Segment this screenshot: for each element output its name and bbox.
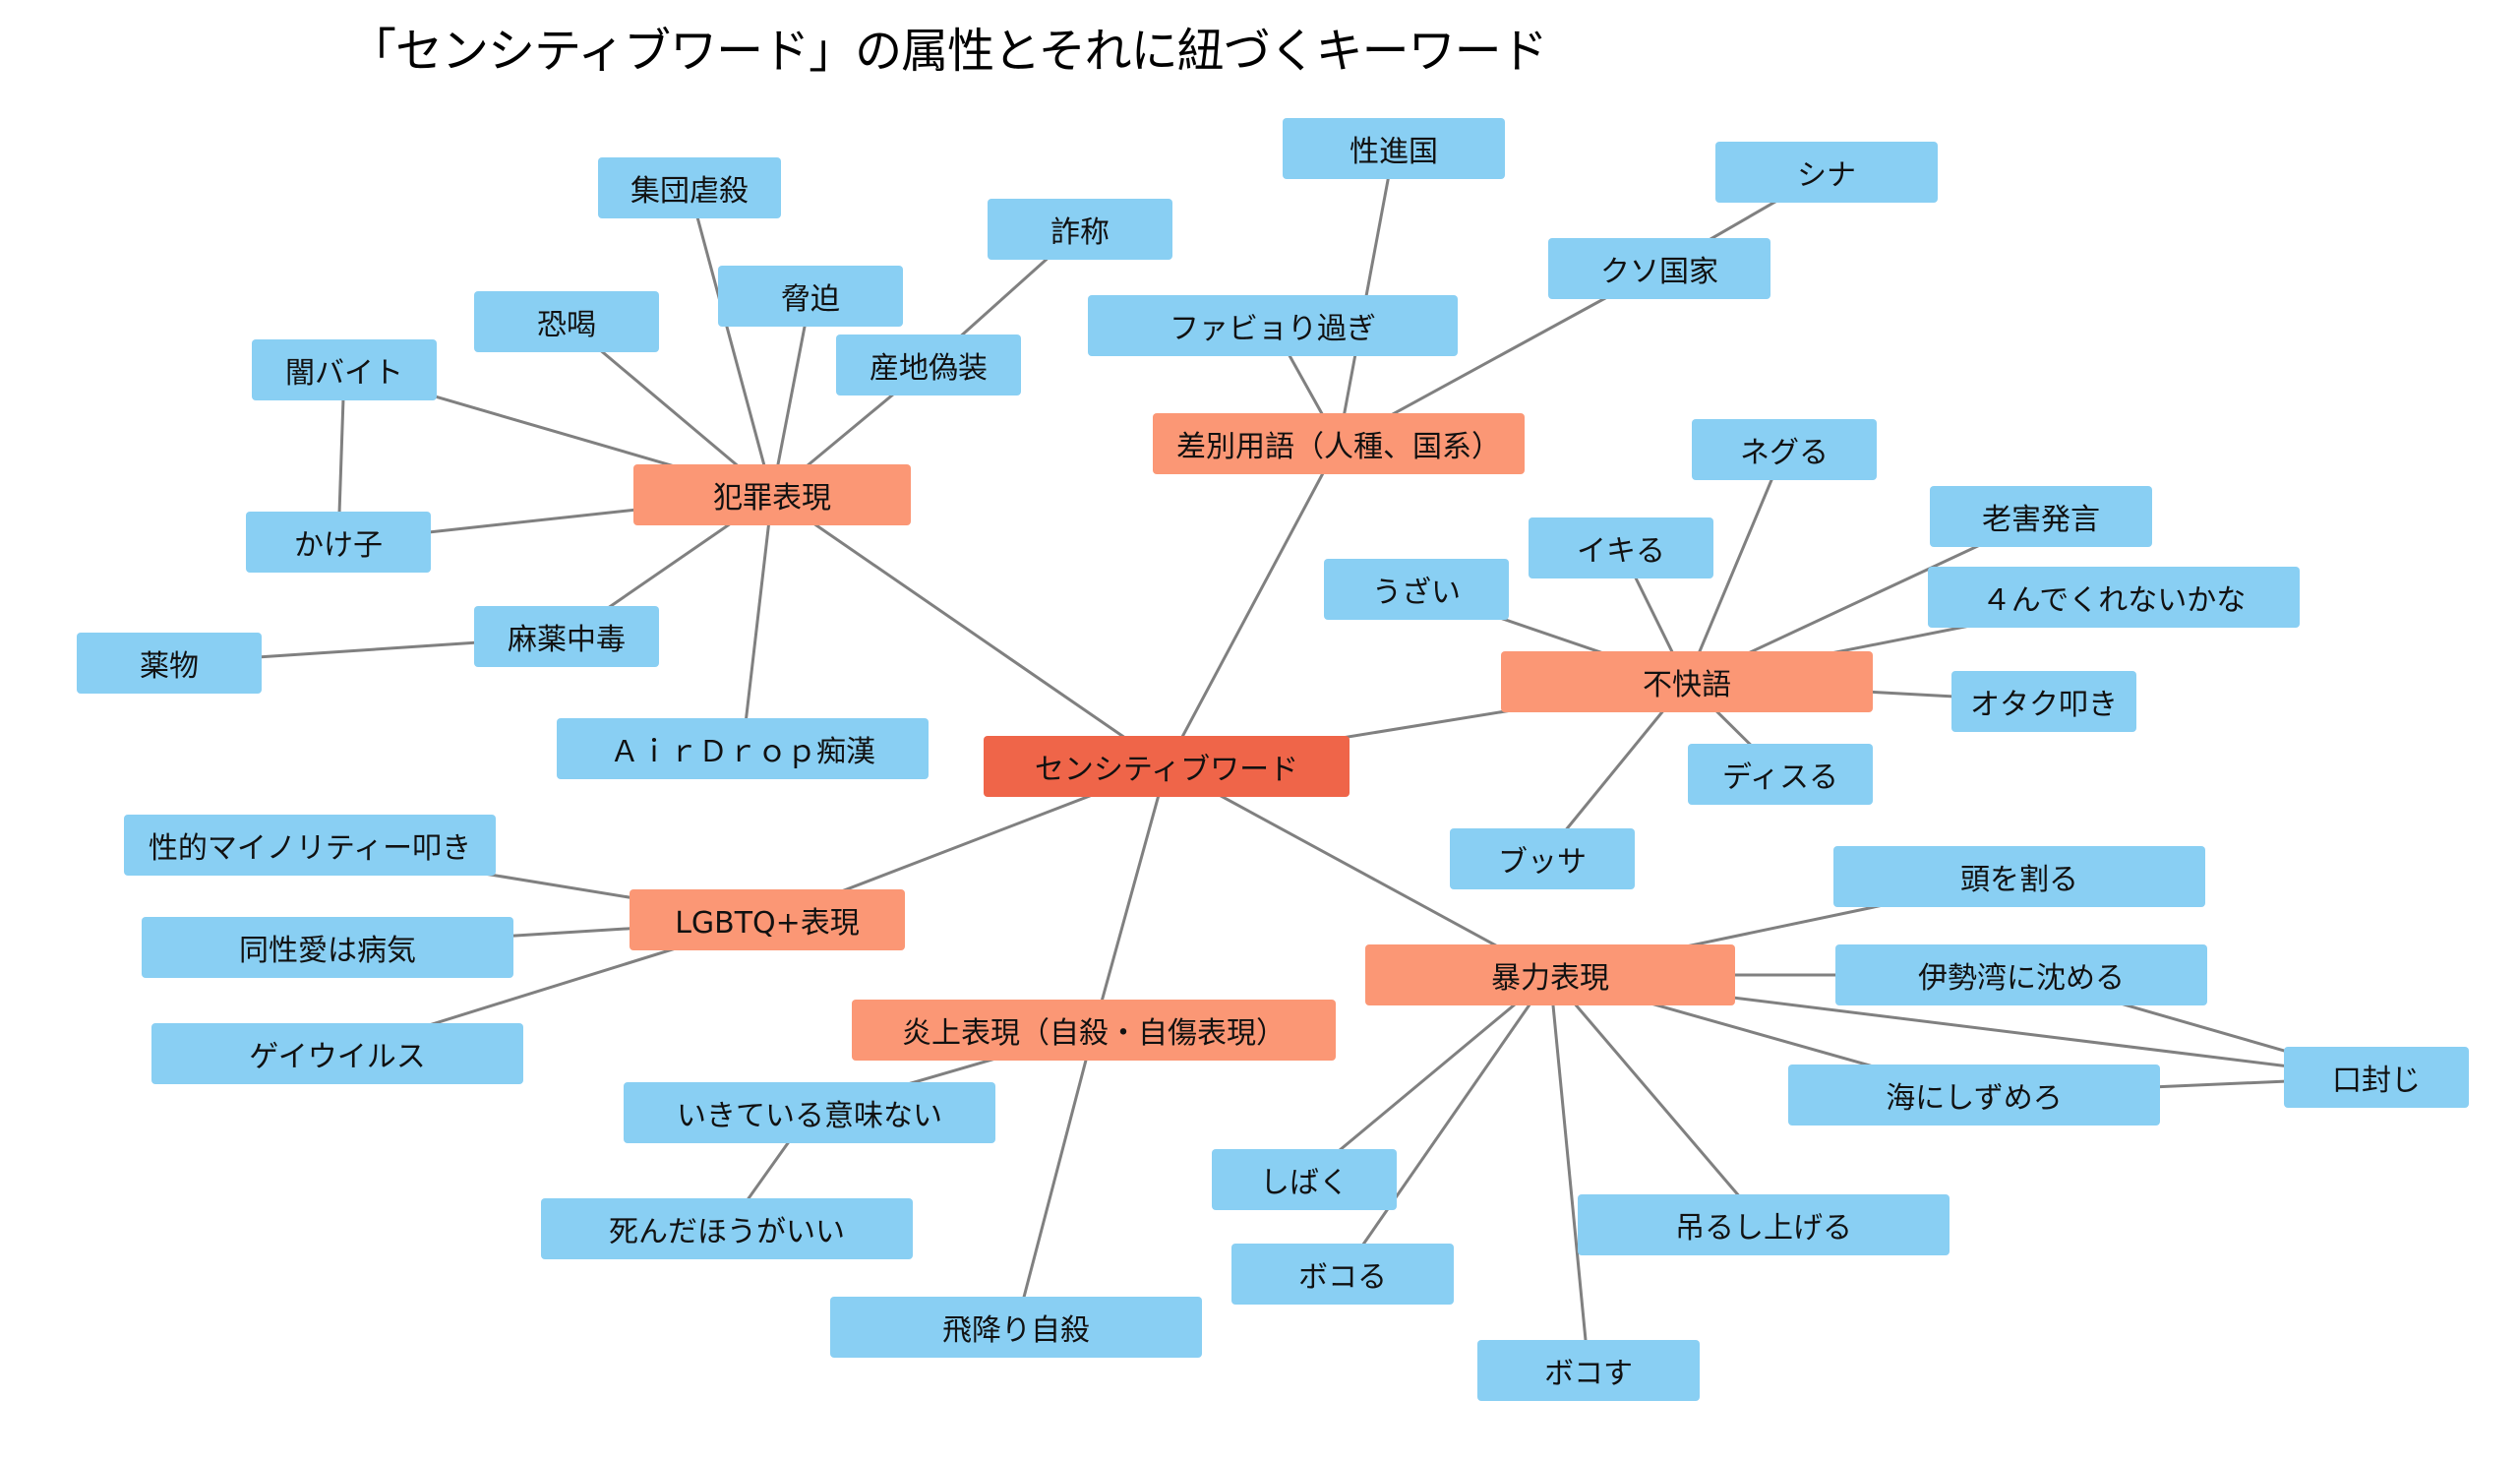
edge-root-violence xyxy=(1166,764,1551,977)
edge-violence-v8 xyxy=(1548,974,1590,1371)
leaf-u5: ４んでくれないかな xyxy=(1928,567,2300,628)
node-violence: 暴力表現 xyxy=(1365,944,1735,1005)
edge-root-flame xyxy=(1092,765,1169,1031)
edge-root-crime xyxy=(771,493,1168,768)
leaf-d2: ファビョり過ぎ xyxy=(1088,295,1458,356)
leaf-u1: ネグる xyxy=(1692,419,1877,480)
leaf-v6: ボコる xyxy=(1231,1244,1454,1305)
node-lgbtq: LGBTQ+表現 xyxy=(630,889,905,950)
edge-violence-v5 xyxy=(1303,973,1551,1182)
leaf-d1: 性進国 xyxy=(1283,118,1505,179)
leaf-c8: 麻薬中毒 xyxy=(474,606,659,667)
leaf-l2: 同性愛は病気 xyxy=(142,917,513,978)
leaf-c1: 集団虐殺 xyxy=(598,157,781,218)
leaf-c2: 脅迫 xyxy=(718,266,903,327)
page-title: 「センシティブワード」の属性とそれに紐づくキーワード xyxy=(349,24,1548,79)
edge-violence-v6 xyxy=(1341,974,1552,1275)
leaf-u8: ブッサ xyxy=(1450,828,1635,889)
leaf-u6: オタク叩き xyxy=(1951,671,2136,732)
edge-root-discrim xyxy=(1165,443,1341,767)
edge-unpleasant-u1 xyxy=(1685,449,1786,683)
leaf-v3: 口封じ xyxy=(2284,1047,2469,1108)
leaf-c7: かけ子 xyxy=(246,512,431,573)
leaf-u7: ディスる xyxy=(1688,744,1873,805)
leaf-v1: 頭を割る xyxy=(1833,846,2205,907)
leaf-c10: ＡｉｒＤｒｏｐ痴漢 xyxy=(557,718,929,779)
leaf-c4: 詐称 xyxy=(988,199,1172,260)
edge-violence-v7 xyxy=(1548,974,1766,1226)
leaf-v8: ボコす xyxy=(1477,1340,1700,1401)
leaf-f1: いきている意味ない xyxy=(624,1082,995,1143)
node-flame: 炎上表現（自殺・自傷表現） xyxy=(852,1000,1336,1061)
leaf-c5: 産地偽装 xyxy=(836,335,1021,395)
leaf-u4: 老害発言 xyxy=(1930,486,2152,547)
leaf-d4: クソ国家 xyxy=(1548,238,1770,299)
edge-flame-f3 xyxy=(1014,1029,1096,1328)
leaf-d3: シナ xyxy=(1715,142,1938,203)
edge-crime-c10 xyxy=(741,494,774,750)
node-root: センシティブワード xyxy=(984,736,1350,797)
node-discrimination: 差別用語（人種、国系） xyxy=(1153,413,1525,474)
node-unpleasant: 不快語 xyxy=(1501,651,1873,712)
leaf-v2: 伊勢湾に沈める xyxy=(1835,944,2207,1005)
leaf-f3: 飛降り自殺 xyxy=(830,1297,1202,1358)
leaf-l3: ゲイウイルス xyxy=(151,1023,523,1084)
leaf-l1: 性的マイノリティー叩き xyxy=(124,815,496,876)
leaf-v7: 吊るし上げる xyxy=(1578,1194,1950,1255)
leaf-v4: 海にしずめろ xyxy=(1788,1065,2160,1125)
leaf-f2: 死んだほうがいい xyxy=(541,1198,913,1259)
node-crime: 犯罪表現 xyxy=(633,464,911,525)
leaf-u2: イキる xyxy=(1529,517,1713,578)
leaf-c3: 恐喝 xyxy=(474,291,659,352)
leaf-u3: うざい xyxy=(1324,559,1509,620)
edge-crime-c1 xyxy=(688,187,774,496)
leaf-c9: 薬物 xyxy=(77,633,262,694)
leaf-c6: 闇バイト xyxy=(252,339,437,400)
leaf-v5: しばく xyxy=(1212,1149,1397,1210)
edge-crime-c2 xyxy=(770,295,812,496)
